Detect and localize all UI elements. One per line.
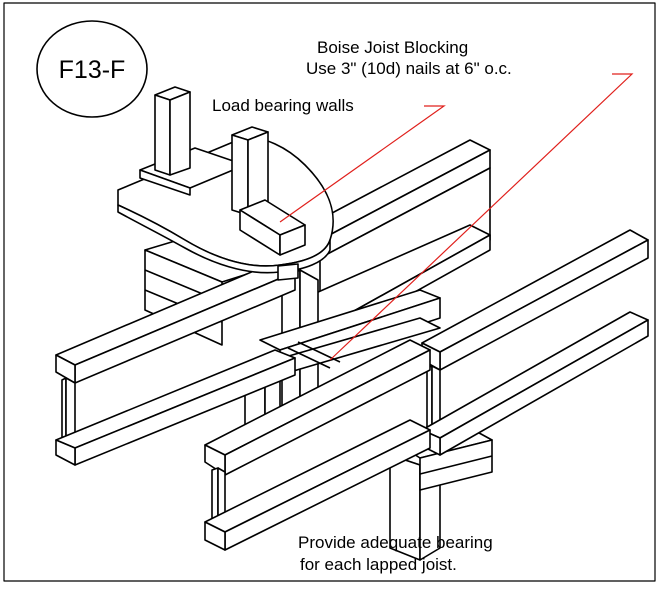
bearing-note-line2: for each lapped joist. (300, 555, 457, 574)
nailing-note: Use 3" (10d) nails at 6" o.c. (306, 59, 512, 78)
drawing-border (3, 2, 656, 582)
load-bearing-walls (139, 86, 306, 256)
bearing-note-line1: Provide adequate bearing (298, 533, 493, 552)
detail-badge (36, 20, 148, 118)
i-joist-left (55, 261, 296, 466)
detail-id: F13-F (58, 56, 126, 84)
i-joist-right (421, 229, 649, 456)
leader-walls (279, 105, 446, 223)
leader-blocking (329, 73, 634, 361)
walls-label: Load bearing walls (212, 96, 354, 115)
i-joist-front (204, 339, 431, 551)
blocking-label: Boise Joist Blocking (317, 38, 469, 57)
leader-lines (279, 73, 634, 361)
